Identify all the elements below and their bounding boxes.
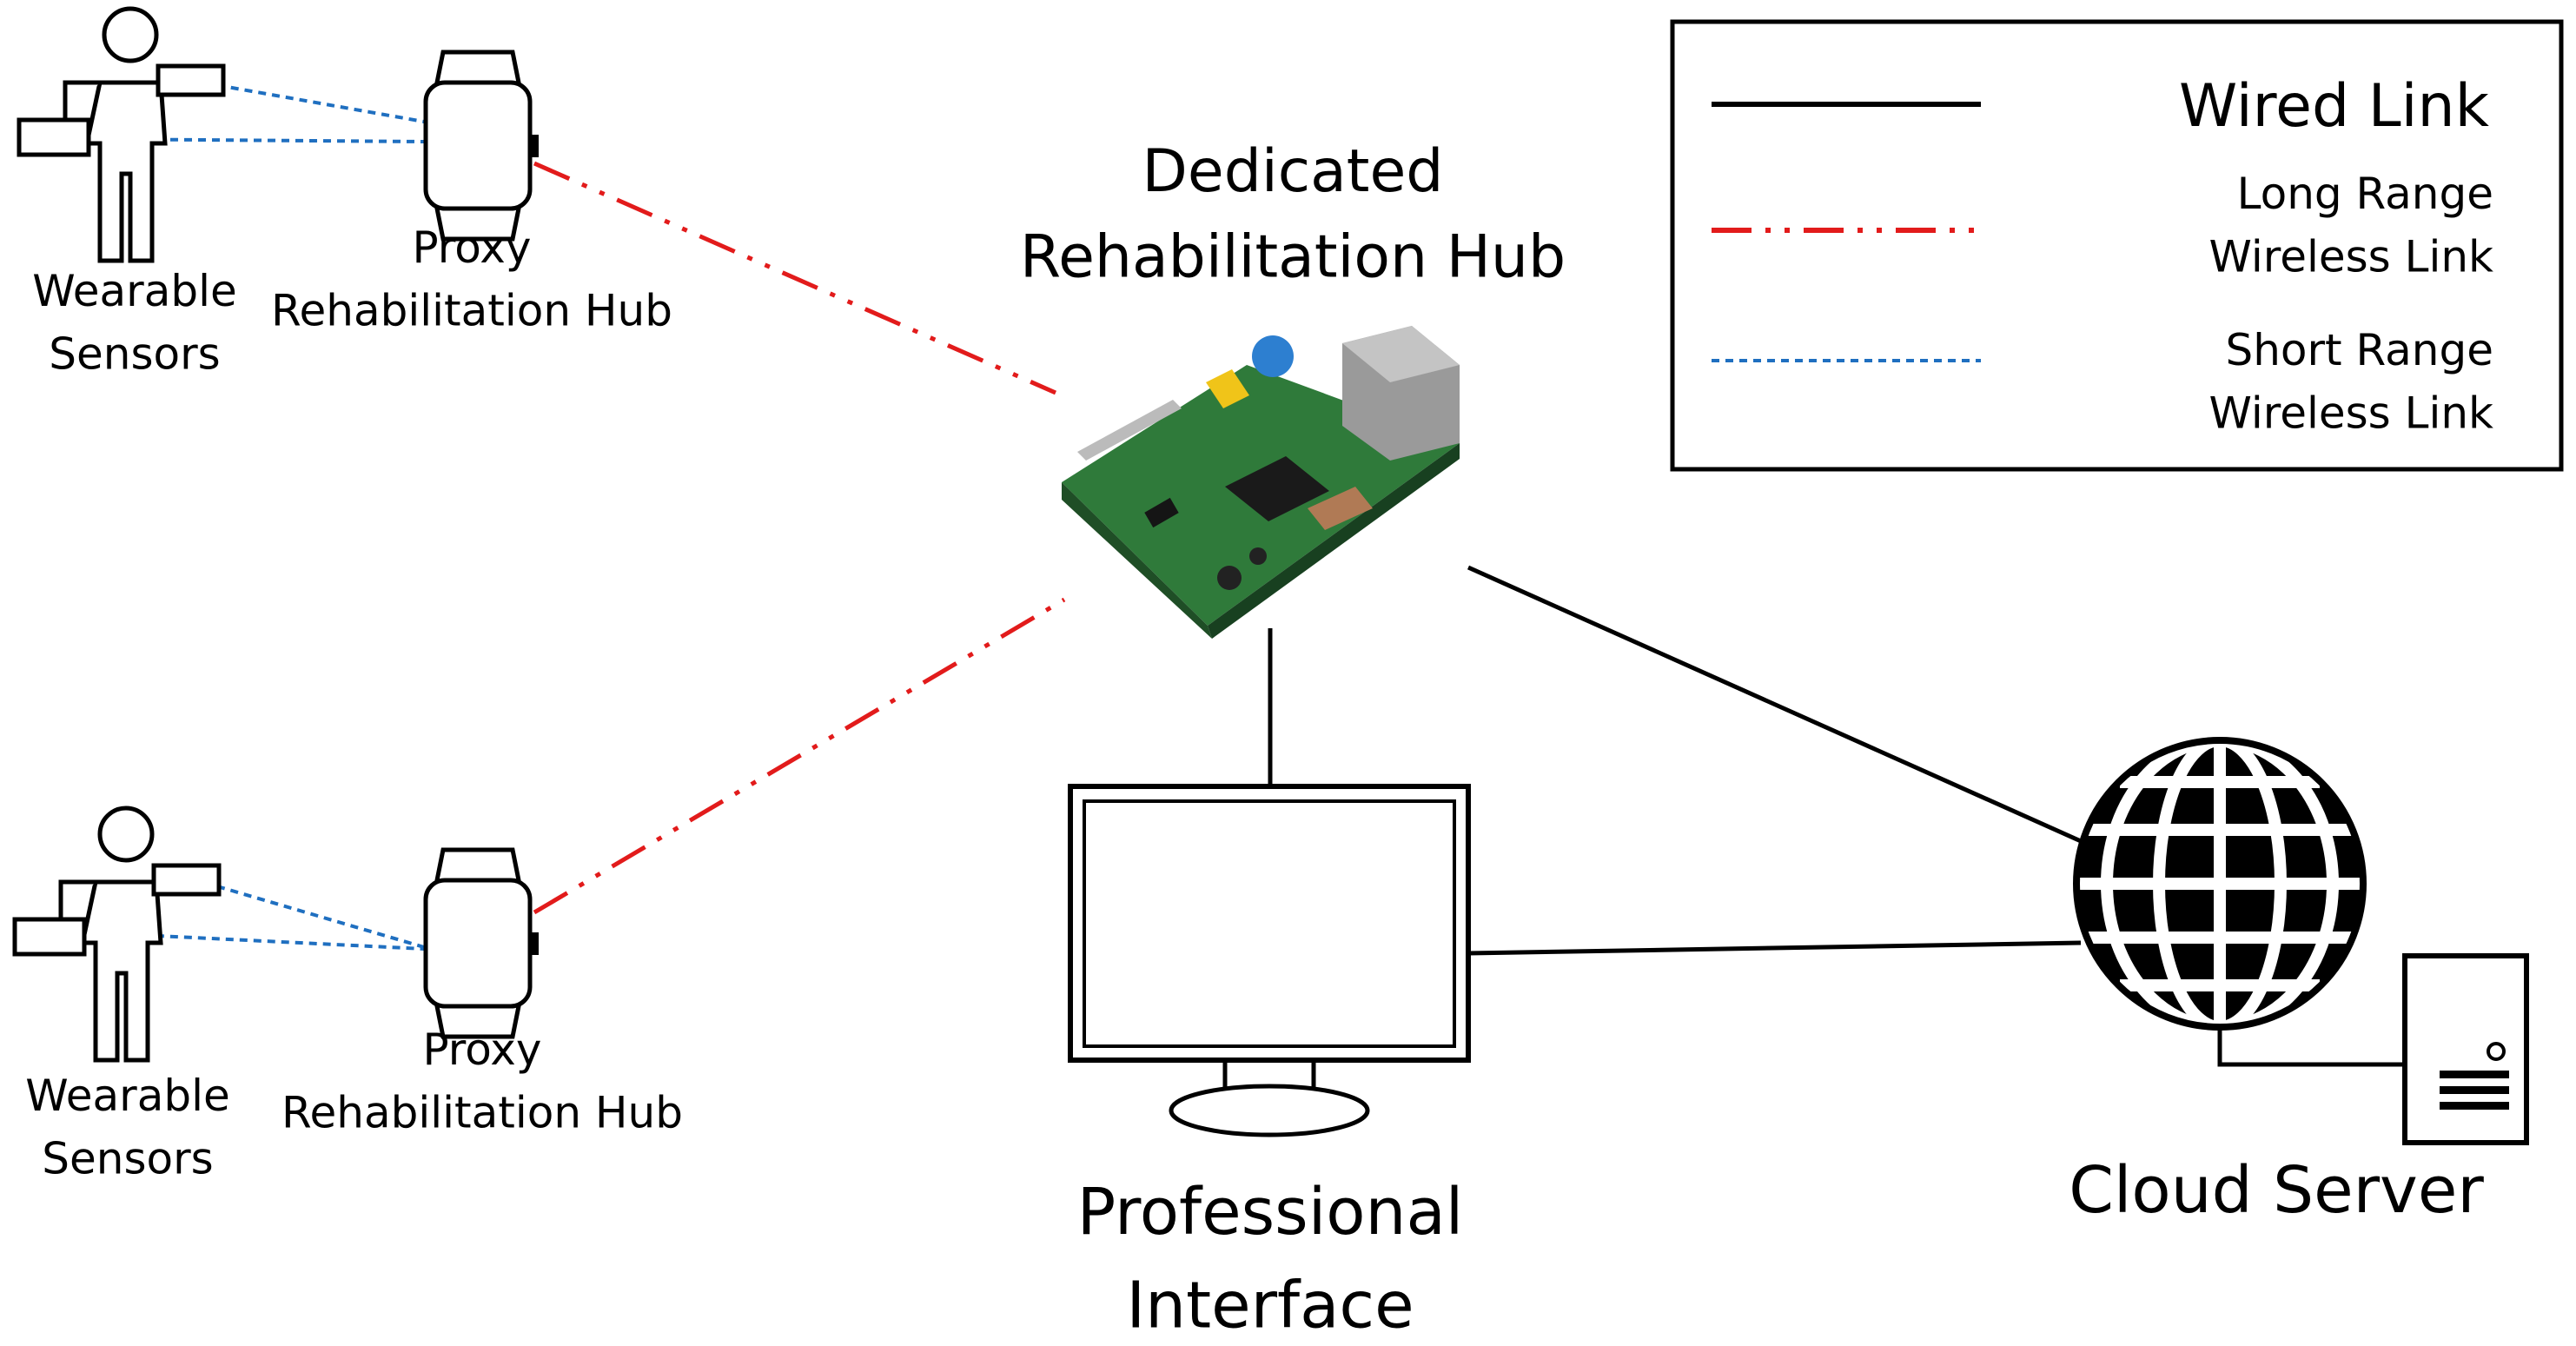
globe-icon <box>2073 734 2367 1033</box>
person-icon <box>12 806 222 1063</box>
cloud-label: Cloud Server <box>2069 1153 2484 1228</box>
legend-box <box>1670 19 2564 472</box>
long-link-bottom <box>533 597 1066 915</box>
short-link-bottom-upper <box>216 885 425 949</box>
long-link-top <box>533 161 1057 395</box>
monitor-icon <box>1068 784 1471 1137</box>
person-icon <box>17 6 226 263</box>
smartwatch-icon <box>423 50 539 242</box>
wired-hub-to-cloud <box>1467 565 2083 844</box>
short-link-top-upper <box>216 83 425 123</box>
server-tower-icon <box>2217 953 2529 1145</box>
smartwatch-icon <box>423 847 539 1039</box>
wired-monitor-to-cloud <box>1467 940 2082 956</box>
connections <box>86 83 2083 956</box>
circuit-board-icon <box>1062 326 1460 639</box>
legend-wired-label: Wired Link <box>2179 72 2490 141</box>
